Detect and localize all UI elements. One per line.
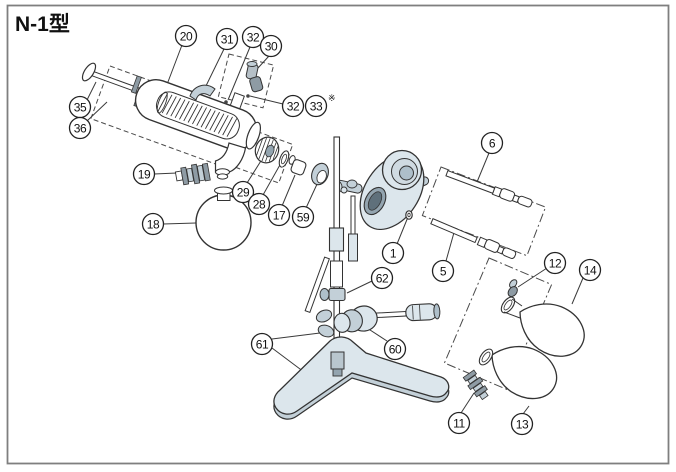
flask-14-drawing xyxy=(500,296,585,357)
stand-drawing xyxy=(273,136,450,420)
svg-text:33: 33 xyxy=(310,100,323,114)
svg-text:6: 6 xyxy=(489,137,496,151)
callout-18: 18 xyxy=(141,212,165,236)
callout-35: 35 xyxy=(68,95,92,119)
svg-text:59: 59 xyxy=(297,211,310,225)
svg-text:29: 29 xyxy=(237,186,250,200)
svg-text:62: 62 xyxy=(376,272,389,286)
svg-text:13: 13 xyxy=(516,418,529,432)
svg-text:32: 32 xyxy=(247,31,260,45)
callout-13: 13 xyxy=(510,412,534,436)
callout-6: 6 xyxy=(480,131,504,155)
svg-text:32: 32 xyxy=(287,100,300,114)
clamp-screw xyxy=(246,94,250,98)
svg-text:30: 30 xyxy=(265,40,278,54)
stand-brace-rod xyxy=(304,256,330,314)
condenser-clamp xyxy=(189,84,216,101)
model-title: N-1型 xyxy=(15,13,70,36)
o-ring-1-drawing xyxy=(405,210,413,220)
callout-14: 14 xyxy=(578,258,602,282)
hose-nipple-12-drawing xyxy=(507,279,518,298)
svg-text:1: 1 xyxy=(390,247,397,261)
svg-text:20: 20 xyxy=(180,30,193,44)
svg-text:5: 5 xyxy=(440,265,447,279)
callouts: 20 31 32 30 35 36 32 33 ※ 19 6 29 28 17 … xyxy=(68,24,602,436)
condenser-drawing xyxy=(134,79,262,180)
callout-20: 20 xyxy=(174,24,198,48)
svg-text:31: 31 xyxy=(221,33,234,47)
callout-61: 61 xyxy=(250,332,274,356)
joint-fittings-drawing xyxy=(254,136,329,186)
glass-tube-5-drawing xyxy=(430,218,517,259)
callout-17: 17 xyxy=(267,203,291,227)
callout-60: 60 xyxy=(383,337,407,361)
hose-connector-19-drawing xyxy=(174,162,211,186)
tripod-base xyxy=(273,336,450,420)
svg-text:28: 28 xyxy=(253,198,266,212)
clamp-screw xyxy=(224,100,228,104)
glass-tube-6-drawing xyxy=(445,170,533,208)
svg-text:14: 14 xyxy=(584,264,597,278)
svg-text:60: 60 xyxy=(389,343,402,357)
svg-text:12: 12 xyxy=(549,257,562,271)
clamp-60 xyxy=(315,303,441,338)
svg-text:11: 11 xyxy=(453,417,465,431)
clip-11-drawing xyxy=(462,369,489,401)
callout-19: 19 xyxy=(132,162,156,186)
callout-30: 30 xyxy=(259,34,283,58)
svg-text:35: 35 xyxy=(74,101,87,115)
reference-mark: ※ xyxy=(328,93,336,103)
callout-12: 12 xyxy=(543,251,567,275)
callout-11: 11 xyxy=(447,411,471,435)
callout-62: 62 xyxy=(370,266,394,290)
svg-text:61: 61 xyxy=(256,338,269,352)
callout-29: 29 xyxy=(231,180,255,204)
callout-36: 36 xyxy=(68,116,92,140)
callout-59: 59 xyxy=(291,205,315,229)
flask-13-drawing xyxy=(478,346,558,400)
callout-33: 33 xyxy=(304,94,328,118)
callout-32-top: 32 xyxy=(241,25,265,49)
svg-text:17: 17 xyxy=(273,209,286,223)
clamp-62 xyxy=(328,287,346,302)
svg-text:19: 19 xyxy=(138,168,151,182)
svg-text:36: 36 xyxy=(74,122,87,136)
callout-5: 5 xyxy=(431,259,455,283)
callout-28: 28 xyxy=(247,192,271,216)
elbow-fitting-drawing xyxy=(245,61,264,93)
callout-1: 1 xyxy=(381,241,405,265)
callout-32-right: 32 xyxy=(281,94,305,118)
callout-31: 31 xyxy=(215,27,239,51)
svg-text:18: 18 xyxy=(147,218,160,232)
flask-18-drawing xyxy=(195,186,252,251)
